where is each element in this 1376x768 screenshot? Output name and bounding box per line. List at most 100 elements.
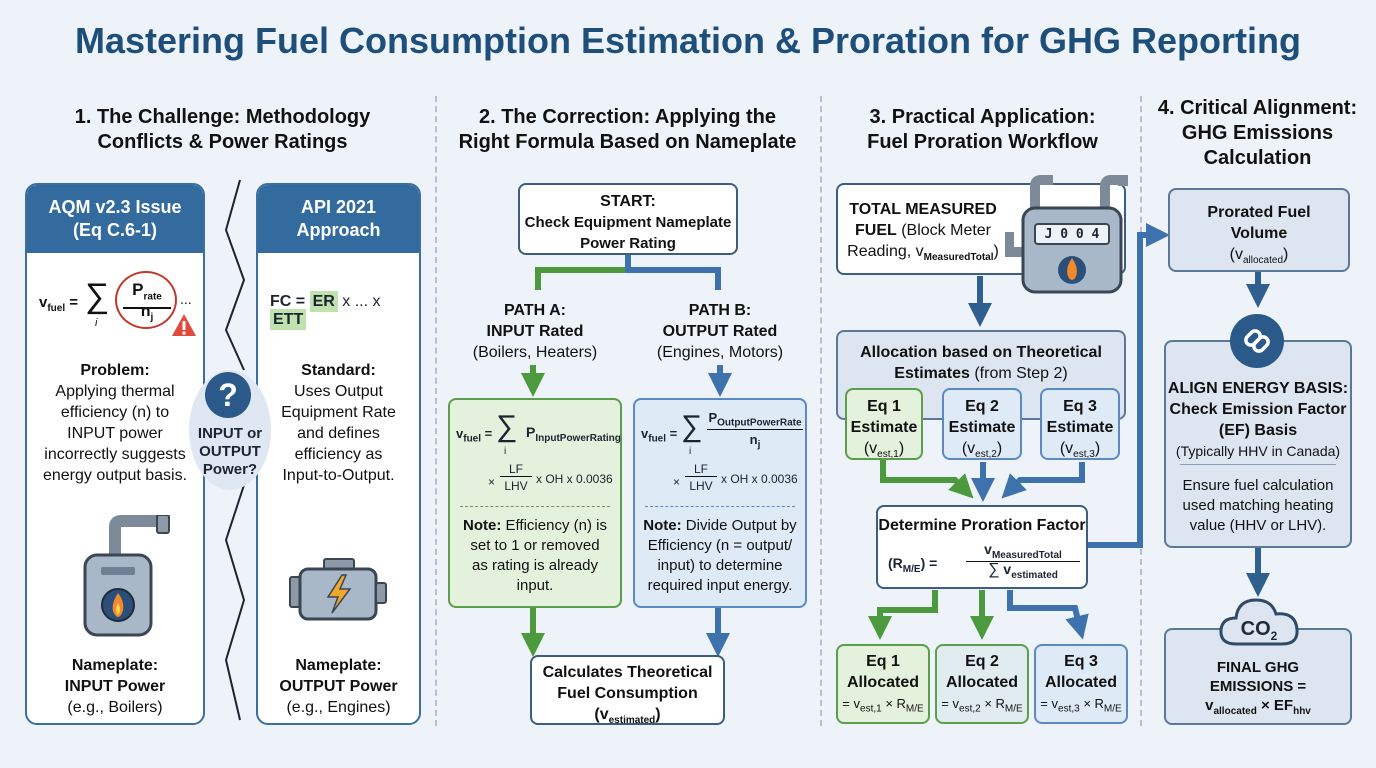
aqm-formula-ellipsis: ... bbox=[180, 291, 192, 307]
path-b-formula-tail: x OH x 0.0036 bbox=[721, 472, 798, 486]
prorated-fuel-box: Prorated Fuel Volume (vallocated) bbox=[1168, 188, 1350, 272]
estimate-eq-3: Eq 3 Estimate (vest,3) bbox=[1040, 388, 1120, 460]
result-line-2: Fuel Consumption bbox=[557, 685, 698, 702]
question-line-2: OUTPUT bbox=[199, 443, 261, 460]
api-formula-er: ER bbox=[309, 291, 338, 312]
section-4-line-1: 4. Critical Alignment: bbox=[1157, 97, 1358, 119]
question-line-1: INPUT or bbox=[197, 425, 263, 442]
final-line-2: EMISSIONS = bbox=[1209, 678, 1307, 695]
proration-numerator: vMeasuredTotal bbox=[966, 541, 1080, 562]
api-standard-label: Standard: bbox=[301, 362, 376, 379]
section-3-line-2: Fuel Proration Workflow bbox=[867, 131, 1098, 153]
path-a-note-line: as rating is already bbox=[472, 557, 598, 574]
gas-meter-icon bbox=[1005, 175, 1128, 294]
path-a-note-line: input. bbox=[516, 577, 554, 594]
arrow-proration-to-alloc1 bbox=[868, 590, 938, 640]
aqm-nameplate-example: (e.g., Boilers) bbox=[67, 699, 163, 716]
question-text: INPUT or OUTPUT Power? bbox=[190, 425, 270, 479]
warning-icon bbox=[172, 314, 196, 336]
allocated-eq-3: Eq 3 Allocated = vest,3 × RM/E bbox=[1034, 644, 1128, 724]
path-b-lhv: LHV bbox=[689, 479, 713, 493]
aqm-sum-symbol: ∑ bbox=[85, 277, 110, 315]
allocated-eq-1: Eq 1 Allocated = vest,1 × RM/E bbox=[836, 644, 930, 724]
arrow-proration-to-section-4 bbox=[1088, 223, 1170, 548]
aqm-problem-line: INPUT power bbox=[67, 425, 163, 442]
section-2-line-2: Right Formula Based on Nameplate bbox=[458, 131, 797, 153]
co2-label: CO2 bbox=[1240, 618, 1278, 643]
aqm-problem: Problem: Applying thermal efficiency (n)… bbox=[27, 360, 203, 486]
path-a-label: PATH A: INPUT Rated (Boilers, Heaters) bbox=[450, 300, 620, 363]
api-approach-card: API 2021 Approach FC = ER x ... x ETT St… bbox=[256, 183, 421, 725]
prorated-line-2: Volume bbox=[1230, 225, 1288, 242]
align-explanation-line: Ensure fuel calculation bbox=[1182, 477, 1334, 494]
path-b-power-term: POutputPowerRate bbox=[707, 410, 803, 430]
align-explanation-line: value (HHV or LHV). bbox=[1189, 517, 1327, 534]
path-a-sum-index: i bbox=[504, 446, 507, 457]
aqm-problem-line: efficiency (n) to bbox=[60, 404, 170, 421]
proration-denominator: ∑ vestimated bbox=[988, 561, 1058, 581]
aqm-nameplate: Nameplate: INPUT Power (e.g., Boilers) bbox=[27, 655, 203, 718]
api-formula-ett: ETT bbox=[270, 309, 307, 330]
total-line-1: TOTAL MEASURED bbox=[849, 201, 997, 218]
arrow-start-to-path-b bbox=[625, 254, 721, 290]
align-energy-box: ALIGN ENERGY BASIS: Check Emission Facto… bbox=[1164, 340, 1352, 548]
allocation-label: Allocation based on Theoretical Estimate… bbox=[838, 342, 1124, 384]
estimate-eq-2: Eq 2 Estimate (vest,2) bbox=[942, 388, 1022, 460]
aqm-problem-label: Problem: bbox=[80, 362, 150, 379]
api-standard-line: Uses Output bbox=[294, 383, 383, 400]
path-b-sum-symbol: ∑ bbox=[681, 410, 703, 443]
path-b-label: PATH B: OUTPUT Rated (Engines, Motors) bbox=[635, 300, 805, 363]
allocation-line-1: Allocation based on Theoretical bbox=[860, 344, 1102, 361]
api-nameplate: Nameplate: OUTPUT Power (e.g., Engines) bbox=[258, 655, 419, 718]
align-divider bbox=[1180, 464, 1336, 465]
align-line-2: Check Emission Factor bbox=[1169, 401, 1347, 418]
api-nameplate-type: OUTPUT Power bbox=[279, 678, 398, 695]
prorated-line-3: (vallocated) bbox=[1229, 246, 1289, 267]
path-b-sum-index: i bbox=[689, 446, 692, 457]
api-approach-header: API 2021 Approach bbox=[258, 185, 419, 253]
engine-icon bbox=[289, 558, 387, 621]
arrow-est1-to-proration bbox=[880, 460, 974, 499]
section-2-line-1: 2. The Correction: Applying the bbox=[478, 106, 777, 128]
path-b-note: Note: Divide Output by Efficiency (n = o… bbox=[635, 516, 805, 596]
path-a-line-3: (Boilers, Heaters) bbox=[472, 344, 598, 361]
path-a-formula-box: vfuel = ∑ i PInputPowerRating × LF LHV x… bbox=[448, 398, 622, 608]
api-formula: FC = ER x ... x ETT bbox=[270, 291, 419, 330]
section-2-heading: 2. The Correction: Applying the Right Fo… bbox=[445, 105, 810, 155]
estimate-eq-1: Eq 1 Estimate (vest,1) bbox=[845, 388, 923, 460]
co2-cloud-icon bbox=[1219, 598, 1299, 646]
arrow-est3-to-proration bbox=[1001, 462, 1085, 499]
section-3-line-1: 3. Practical Application: bbox=[869, 106, 1096, 128]
path-a-power-term: PInputPowerRating bbox=[526, 424, 621, 444]
path-a-note-line: set to 1 or removed bbox=[470, 537, 600, 554]
path-b-note-line: Efficiency (n = output/ bbox=[647, 537, 793, 554]
final-emissions-text: FINAL GHG EMISSIONS = vallocated × EFhhv bbox=[1166, 658, 1350, 721]
api-standard: Standard: Uses Output Equipment Rate and… bbox=[258, 360, 419, 486]
path-b-times: × bbox=[673, 475, 681, 489]
path-a-note: Note: Efficiency (n) is set to 1 or remo… bbox=[450, 516, 620, 596]
prorated-line-1: Prorated Fuel bbox=[1207, 204, 1311, 221]
aqm-problem-line: energy output basis. bbox=[42, 467, 188, 484]
section-3-heading: 3. Practical Application: Fuel Proration… bbox=[830, 105, 1135, 155]
aqm-highlight-circle bbox=[115, 271, 177, 329]
path-a-times: × bbox=[488, 475, 496, 489]
path-b-lf: LF bbox=[685, 462, 717, 477]
path-a-formula-tail: x OH x 0.0036 bbox=[536, 472, 613, 486]
aqm-sum-index: i bbox=[95, 317, 98, 329]
aqm-formula-lhs: vfuel = bbox=[39, 294, 79, 314]
zigzag-lower bbox=[224, 484, 246, 721]
section-1-line-2: Conflicts & Power Ratings bbox=[97, 131, 348, 153]
total-measured-text: TOTAL MEASURED FUEL (Block Meter Reading… bbox=[838, 199, 1008, 268]
api-header-line-2: Approach bbox=[296, 220, 381, 240]
start-box: START: Check Equipment Nameplate Power R… bbox=[518, 183, 738, 255]
result-line-1: Calculates Theoretical bbox=[542, 664, 713, 681]
allocated-eq-2: Eq 2 Allocated = vest,2 × RM/E bbox=[935, 644, 1029, 724]
final-line-1: FINAL GHG bbox=[1216, 659, 1300, 676]
start-line-1: START: bbox=[600, 193, 656, 210]
path-a-lf: LF bbox=[500, 462, 532, 477]
path-a-line-2: INPUT Rated bbox=[486, 323, 584, 340]
proration-label: Determine Proration Factor bbox=[878, 517, 1086, 534]
api-nameplate-example: (e.g., Engines) bbox=[286, 699, 391, 716]
section-4-line-2: GHG Emissions bbox=[1181, 122, 1334, 144]
api-header-line-1: API 2021 bbox=[300, 197, 377, 217]
